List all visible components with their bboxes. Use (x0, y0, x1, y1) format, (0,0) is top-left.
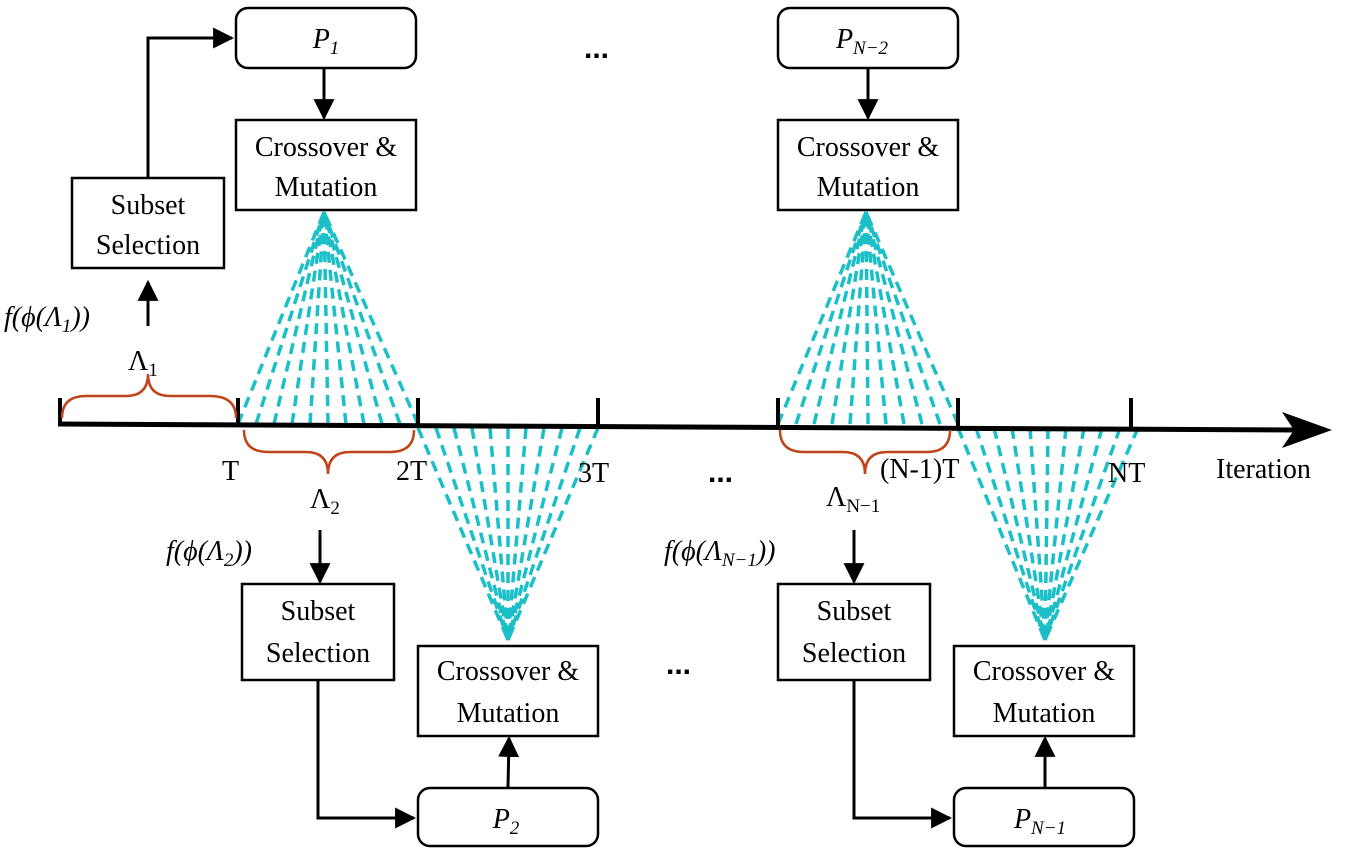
svg-text:Selection: Selection (802, 638, 906, 669)
tick-label-n1t: (N-1)T (880, 454, 959, 485)
subset-selection-box-n1: Subset Selection (776, 582, 932, 682)
arrow-subset1-to-p1 (146, 27, 235, 178)
dashed-fan-lower-1 (416, 427, 600, 641)
svg-text:Subset: Subset (817, 596, 892, 627)
interval-label-n1: ΛN−1 (826, 482, 880, 517)
svg-text:Selection: Selection (96, 230, 200, 261)
subset-selection-box-2: Subset Selection (240, 582, 396, 682)
arrow-p2-to-crossover (498, 735, 520, 789)
svg-text:Mutation: Mutation (275, 172, 378, 203)
dashed-fan-lower-2 (956, 427, 1140, 641)
axis-arrowhead-icon (1282, 412, 1332, 448)
interval-brace-1 (60, 373, 238, 419)
svg-text:Mutation: Mutation (993, 698, 1096, 729)
svg-text:Crossover &: Crossover & (973, 656, 1116, 687)
svg-text:PN−1: PN−1 (1013, 804, 1066, 839)
tick-label-2t: 2T (396, 456, 427, 487)
fitness-label-1: f(ϕ(Λ1)) (4, 302, 90, 337)
timeline-axis (57, 421, 1301, 433)
population-box-p2: P2 (416, 786, 600, 848)
svg-text:P1: P1 (312, 24, 340, 59)
arrow-subset2-to-p2 (316, 680, 417, 829)
dashed-fan-upper-2 (776, 211, 960, 425)
svg-text:Selection: Selection (266, 638, 370, 669)
crossover-mutation-box-2: Crossover & Mutation (416, 644, 600, 738)
svg-text:PN−2: PN−2 (835, 24, 889, 59)
population-box-p1: P1 (234, 6, 418, 70)
axis-label-iteration: Iteration (1216, 454, 1311, 485)
tick-label-t: T (222, 456, 239, 487)
crossover-mutation-box-n2: Crossover & Mutation (776, 118, 960, 212)
dashed-fan-upper-1 (236, 211, 420, 425)
interval-brace-2 (242, 429, 416, 475)
svg-text:Mutation: Mutation (817, 172, 920, 203)
fitness-label-2: f(ϕ(Λ2)) (166, 536, 252, 571)
arrow-subsetn1-to-pn1 (852, 680, 953, 829)
fitness-label-n1: f(ϕ(ΛN−1)) (664, 536, 776, 571)
crossover-mutation-box-n1: Crossover & Mutation (952, 644, 1136, 738)
svg-text:Subset: Subset (281, 596, 356, 627)
ellipsis-top: ... (584, 32, 609, 65)
tick-label-nt: NT (1108, 458, 1145, 489)
svg-text:Crossover &: Crossover & (437, 656, 580, 687)
population-box-pn2: PN−2 (776, 6, 960, 70)
ellipsis-axis: ... (708, 456, 733, 489)
interval-brace-n1 (778, 429, 952, 475)
population-box-pn1: PN−1 (952, 786, 1136, 848)
interval-label-1: Λ1 (128, 346, 158, 381)
interval-label-2: Λ2 (310, 484, 340, 519)
svg-text:Crossover &: Crossover & (797, 132, 940, 163)
subset-selection-box-1: Subset Selection (70, 176, 226, 270)
svg-text:Mutation: Mutation (457, 698, 560, 729)
svg-text:Crossover &: Crossover & (255, 132, 398, 163)
crossover-mutation-box-1: Crossover & Mutation (234, 118, 418, 212)
ellipsis-bottom: ... (666, 648, 691, 681)
tick-label-3t: 3T (578, 458, 609, 489)
svg-text:P2: P2 (492, 804, 520, 839)
svg-text:Subset: Subset (111, 190, 186, 221)
axis-ticks (58, 398, 1133, 430)
